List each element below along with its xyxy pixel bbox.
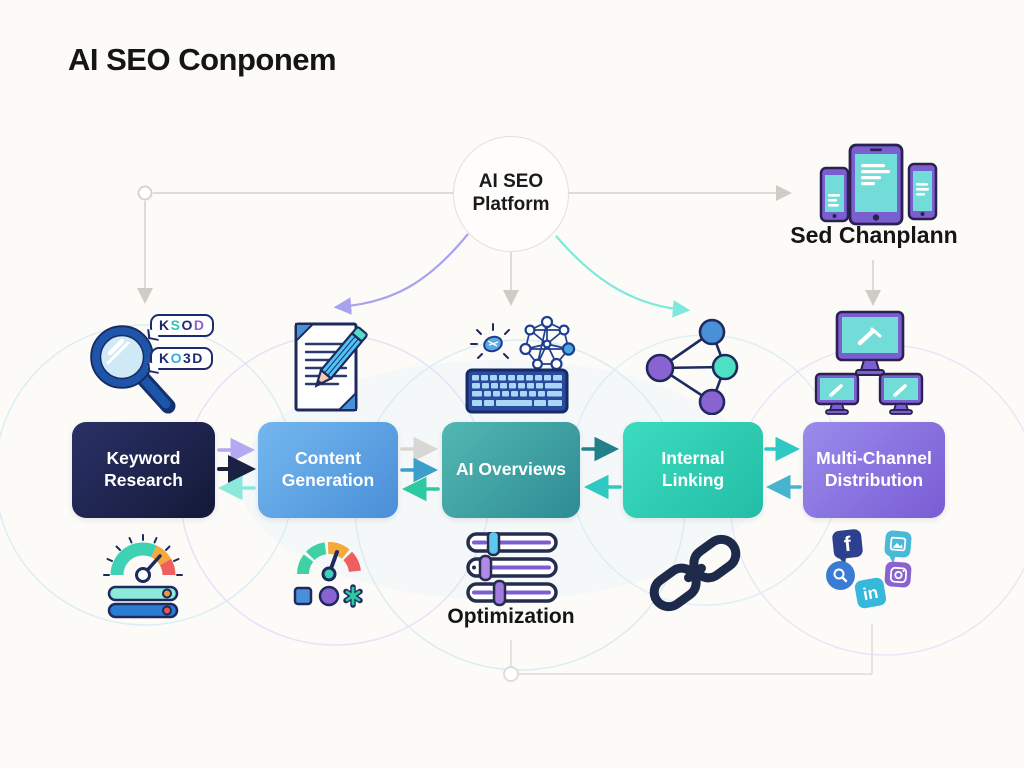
instagram-icon	[884, 561, 912, 588]
tag-letter: O	[170, 350, 184, 366]
devices-icon	[819, 143, 938, 226]
box-internal-linking: Internal Linking	[623, 422, 763, 518]
speedometer-bars-icon	[103, 534, 183, 619]
linkedin-glyph: in	[861, 582, 880, 604]
arrows-keyword-content	[217, 437, 256, 501]
box-label: Multi-Channel Distribution	[816, 448, 932, 490]
arrows-aioverviews-linking	[581, 436, 622, 500]
optimization-label: Optimization	[447, 605, 575, 628]
node-graph-icon	[645, 318, 739, 415]
box-label: Content Generation	[281, 448, 375, 490]
pencil	[314, 326, 368, 388]
tag-letter: K	[159, 317, 171, 333]
box-keyword-research: Keyword Research	[72, 422, 215, 518]
square-shape	[293, 586, 313, 606]
connector-bottom	[503, 624, 873, 682]
sliders-icon	[466, 532, 558, 607]
image-bubble-icon	[883, 529, 913, 559]
box-content-generation: Content Generation	[258, 422, 398, 518]
sparkle-icon	[470, 323, 510, 359]
channels-label: Sed Chanplann	[790, 222, 958, 248]
page-title: AI SEO Conponem	[68, 42, 337, 77]
arrows-linking-multichannel	[764, 436, 802, 500]
circle-shape	[318, 585, 340, 607]
tag-letter: O	[181, 317, 194, 333]
box-multi-channel-distribution: Multi-Channel Distribution	[803, 422, 945, 518]
tag-letter: S	[170, 317, 182, 333]
network-nodes	[519, 315, 576, 371]
monitors-icon	[814, 310, 924, 415]
connector-platform-to-keyword	[137, 185, 453, 304]
tag-letter: 3D	[183, 350, 204, 366]
platform-label: AI SEO Platform	[472, 171, 550, 215]
curve-platform-to-linking	[555, 235, 691, 318]
box-label: AI Overviews	[456, 459, 566, 480]
chain-link-icon	[649, 534, 741, 612]
keyword-tag-2: KO3D	[150, 347, 213, 370]
linkedin-icon: in	[853, 576, 888, 610]
keyboard-network-icon	[465, 315, 576, 414]
box-ai-overviews: AI Overviews	[442, 422, 580, 518]
box-label: Keyword Research	[104, 448, 183, 490]
box-label: Internal Linking	[661, 448, 725, 490]
tag-letter: K	[159, 350, 171, 366]
tag-letter: D	[193, 317, 206, 333]
document-pencil-icon	[294, 322, 368, 412]
search-bubble-icon	[826, 561, 855, 590]
arrows-content-aioverviews	[400, 436, 440, 502]
asterisk-shape	[343, 584, 363, 608]
facebook-glyph: f	[842, 532, 853, 556]
facebook-icon: f	[831, 528, 864, 560]
curve-platform-to-content	[333, 233, 469, 315]
platform-node: AI SEO Platform	[453, 136, 569, 252]
keyword-tag-1: KSOD	[150, 314, 215, 337]
magnifier-icon	[90, 325, 176, 414]
keyboard-icon	[465, 368, 569, 414]
segmented-gauge-icon	[293, 542, 363, 608]
